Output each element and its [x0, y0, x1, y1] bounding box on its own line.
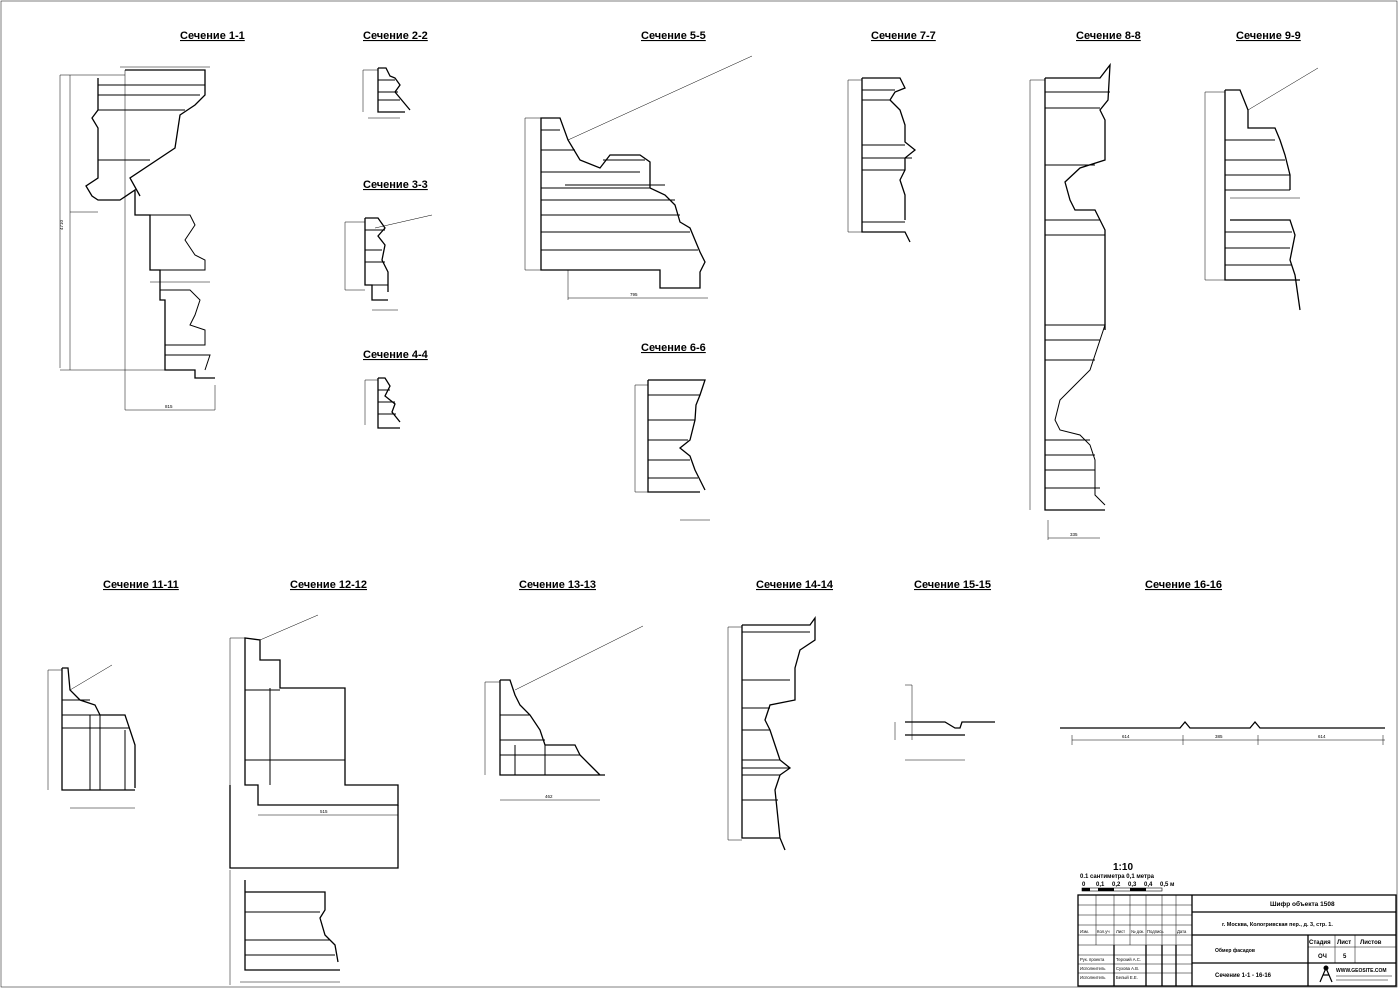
tb-name-1: Сухова А.В.	[1116, 966, 1139, 971]
section-title-8: Сечение 8-8	[1076, 30, 1141, 42]
tb-sheet-name: Обмер фасадов	[1215, 947, 1255, 954]
tb-role-1: Исполнитель	[1080, 966, 1106, 971]
section-title-11: Сечение 11-11	[103, 579, 179, 591]
section-6-drawing	[634, 379, 710, 521]
dim-s1-overall: 4710	[59, 219, 64, 230]
dim-s5-bottom: 795	[630, 292, 638, 297]
tb-company: WWW.GEOSITE.COM	[1336, 968, 1387, 974]
scale-tick-5: 0,5 м	[1160, 882, 1175, 888]
dim-s12-bottom: 515	[320, 809, 328, 814]
scale-tick-2: 0,2	[1112, 882, 1121, 888]
section-title-2: Сечение 2-2	[363, 30, 428, 42]
dim-s16-c: 614	[1318, 734, 1326, 739]
tb-sheet-value: 5	[1343, 954, 1347, 960]
section-title-14: Сечение 14-14	[756, 579, 834, 591]
title-block: Шифр объекта 1508 г. Москва, Кологривска…	[1077, 894, 1397, 987]
section-title-5: Сечение 5-5	[641, 30, 706, 42]
section-title-15: Сечение 15-15	[914, 579, 991, 591]
section-title-16: Сечение 16-16	[1145, 579, 1222, 591]
section-5-drawing: 795	[524, 55, 753, 300]
section-1-drawing: 4710 815	[59, 66, 216, 411]
scale-tick-3: 0,3	[1128, 882, 1137, 888]
scale-tick-0: 0	[1082, 882, 1086, 888]
scale-note: 0.1 сантиметра 0,1 метра	[1080, 874, 1155, 880]
section-7-drawing	[847, 77, 917, 243]
section-title-12: Сечение 12-12	[290, 579, 367, 591]
dim-s16-a: 614	[1122, 734, 1130, 739]
tb-col-2: Лист	[1116, 929, 1125, 934]
tb-col-0: Изм.	[1080, 929, 1089, 934]
scale-bar: 1:10 0.1 сантиметра 0,1 метра 0 0,1 0,2 …	[1080, 862, 1175, 892]
tb-role-0: Рук. проекта	[1080, 957, 1105, 962]
section-title-9: Сечение 9-9	[1236, 30, 1301, 42]
tb-stage-label: Стадия	[1309, 940, 1331, 946]
section-2-drawing	[362, 67, 411, 119]
dim-s8-bottom: 335	[1070, 532, 1078, 537]
tb-name-0: Терский А.С.	[1116, 957, 1141, 962]
dim-s16-b: 385	[1215, 734, 1223, 739]
scale-tick-4: 0,4	[1144, 882, 1153, 888]
company-logo: WWW.GEOSITE.COM	[1319, 965, 1392, 983]
section-16-drawing: 614 385 614	[1060, 720, 1385, 745]
tb-col-4: Подпись	[1147, 929, 1164, 934]
section-8-drawing: 335	[1029, 62, 1111, 540]
section-title-1: Сечение 1-1	[180, 30, 245, 42]
section-9-drawing	[1204, 67, 1319, 311]
section-title-13: Сечение 13-13	[519, 579, 596, 591]
tb-col-5: Дата	[1177, 929, 1187, 934]
section-title-4: Сечение 4-4	[363, 349, 429, 361]
tb-sheets-label: Листов	[1360, 940, 1382, 946]
tb-drawing-name: Сечение 1-1 - 16-16	[1215, 973, 1272, 979]
section-12-drawing: 515	[229, 614, 399, 985]
section-15-drawing	[894, 684, 995, 761]
scale-tick-1: 0,1	[1096, 882, 1105, 888]
section-title-6: Сечение 6-6	[641, 342, 706, 354]
tb-role-2: Исполнитель	[1080, 975, 1106, 980]
scale-ratio: 1:10	[1113, 862, 1133, 873]
section-13-drawing: 462	[484, 625, 644, 801]
tb-name-2: Белый Е.Е.	[1116, 975, 1138, 980]
tb-stage-value: ОЧ	[1318, 954, 1327, 960]
tb-sheet-label: Лист	[1337, 940, 1351, 946]
tb-col-1: Кол.уч	[1097, 929, 1110, 934]
section-14-drawing	[727, 615, 816, 851]
section-3-drawing	[344, 214, 433, 311]
dim-s13-bottom: 462	[545, 794, 553, 799]
section-title-3: Сечение 3-3	[363, 179, 428, 191]
tb-col-3: № док.	[1131, 929, 1144, 934]
tb-address: г. Москва, Кологривская пер., д. 3, стр.…	[1222, 922, 1333, 928]
section-4-drawing	[364, 377, 401, 429]
dim-s1-bottom: 815	[165, 404, 173, 409]
section-11-drawing	[47, 664, 136, 809]
tb-code: Шифр объекта 1508	[1270, 900, 1335, 908]
section-title-7: Сечение 7-7	[871, 30, 936, 42]
